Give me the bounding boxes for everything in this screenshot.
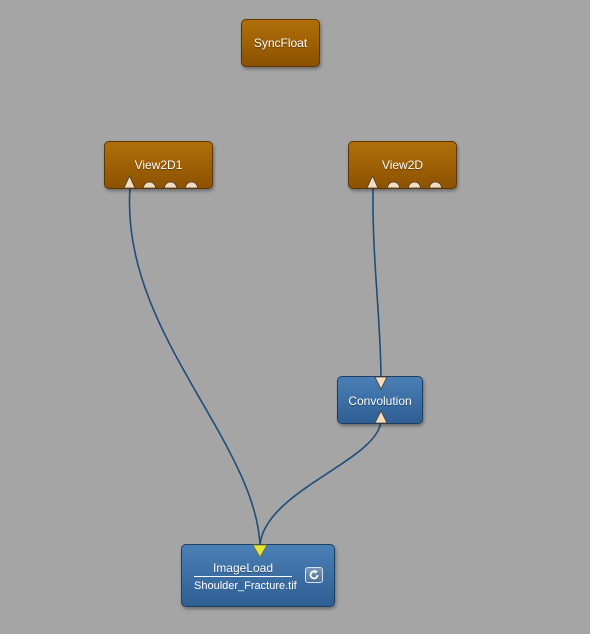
view2d-title: View2D xyxy=(381,158,424,172)
view2d1-module[interactable]: View2D1 xyxy=(104,141,213,189)
connection-imageload-to-view2d1[interactable] xyxy=(128,187,261,546)
syncfloat-module[interactable]: SyncFloat xyxy=(241,19,320,67)
imageload-module[interactable]: ImageLoad Shoulder_Fracture.tif xyxy=(181,544,335,607)
imageload-filename: Shoulder_Fracture.tif xyxy=(194,576,297,592)
connection-imageload-to-convolution[interactable] xyxy=(259,419,382,546)
syncfloat-title: SyncFloat xyxy=(253,36,308,50)
connection-convolution-to-view2d[interactable] xyxy=(372,187,382,381)
refresh-icon xyxy=(309,569,319,580)
imageload-title: ImageLoad xyxy=(212,561,274,575)
view2d-module[interactable]: View2D xyxy=(348,141,457,189)
convolution-title: Convolution xyxy=(348,394,412,408)
imageload-refresh-button[interactable] xyxy=(305,567,323,583)
view2d1-title: View2D1 xyxy=(134,158,183,172)
convolution-module[interactable]: Convolution xyxy=(337,376,423,424)
